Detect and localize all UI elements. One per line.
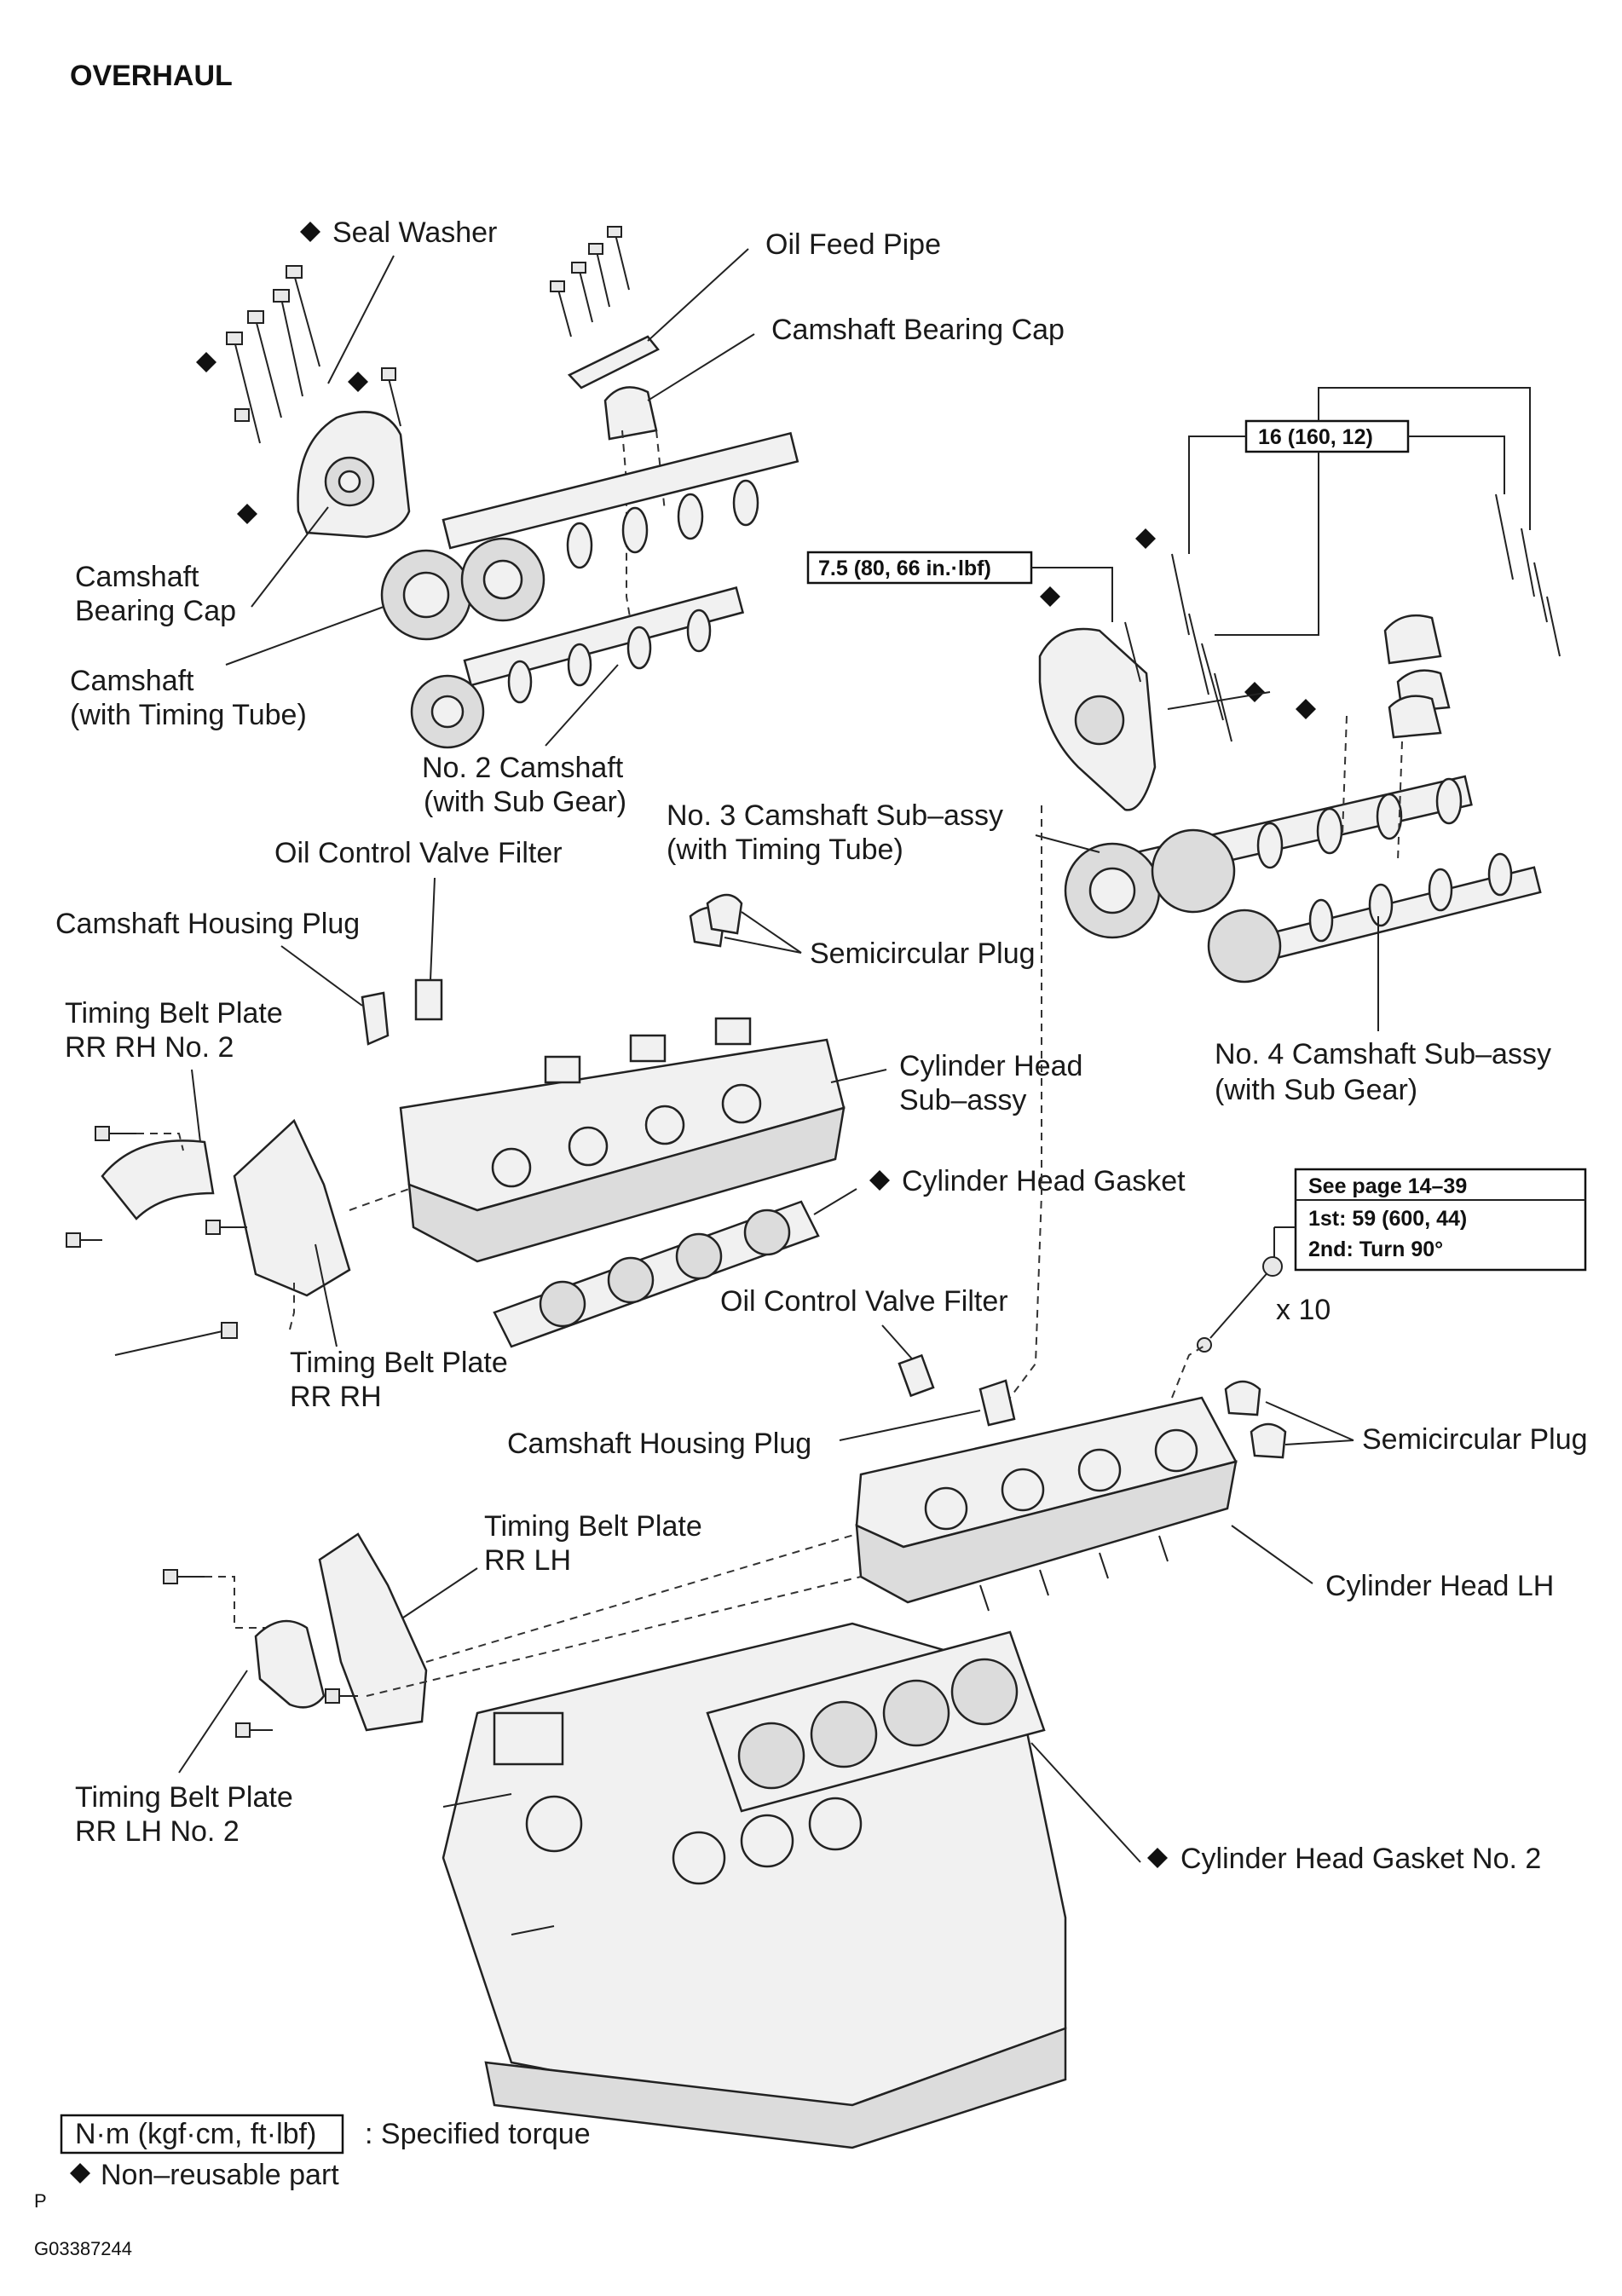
- label-bolt-count: x 10: [1276, 1294, 1331, 1326]
- label-semicircular-plug-mid: Semicircular Plug: [1362, 1423, 1588, 1456]
- page-title: OVERHAUL: [70, 60, 233, 92]
- label-no4-camshaft: No. 4 Camshaft Sub–assy: [1215, 1038, 1551, 1070]
- timing-belt-plate-rr-rh-no2: [66, 1126, 215, 1248]
- svg-text:See page 14–39: See page 14–39: [1308, 1174, 1467, 1198]
- label-timing-belt-rr-rh-no2-2: RR RH No. 2: [65, 1031, 234, 1064]
- label-camshaft-housing-plug-mid: Camshaft Housing Plug: [507, 1428, 811, 1460]
- label-no3-camshaft: No. 3 Camshaft Sub–assy: [667, 799, 1003, 832]
- no3-camshaft: [1064, 775, 1473, 939]
- cylinder-head-rh: [399, 1017, 846, 1263]
- non-reusable-diamond-icon: [237, 504, 257, 524]
- svg-text:1st: 59 (600, 44): 1st: 59 (600, 44): [1308, 1207, 1467, 1231]
- label-cylinder-head-gasket: Cylinder Head Gasket: [902, 1165, 1186, 1197]
- label-camshaft-2: (with Timing Tube): [70, 699, 307, 731]
- non-reusable-diamond-icon: [348, 372, 368, 392]
- non-reusable-diamond-icon: [1040, 586, 1060, 607]
- label-timing-belt-rr-rh-no2: Timing Belt Plate: [65, 997, 283, 1030]
- label-camshaft: Camshaft: [70, 665, 194, 697]
- ocv-filter-mid: [898, 1353, 935, 1398]
- legend-torque-unit: N·m (kgf·cm, ft·lbf): [75, 2118, 316, 2150]
- non-reusable-diamond-icon: [1135, 528, 1156, 549]
- camshaft-housing-plug-mid: [978, 1379, 1016, 1427]
- label-camshaft-bearing-cap-left-2: Bearing Cap: [75, 595, 236, 627]
- label-camshaft-bearing-cap-top: Camshaft Bearing Cap: [771, 314, 1065, 346]
- label-timing-belt-rr-lh-2: RR LH: [484, 1544, 571, 1577]
- semicircular-plug-mid: [1224, 1380, 1261, 1416]
- label-timing-belt-rr-lh-no2: Timing Belt Plate: [75, 1781, 293, 1814]
- label-camshaft-bearing-cap-left: Camshaft: [75, 561, 199, 593]
- non-reusable-diamond-icon: [1244, 682, 1265, 702]
- rh-bearing-cap-assembly: [196, 265, 411, 539]
- label-timing-belt-rr-rh-2: RR RH: [290, 1381, 382, 1413]
- non-reusable-diamond-icon: [300, 222, 320, 242]
- label-oil-feed-pipe: Oil Feed Pipe: [765, 228, 941, 261]
- svg-text:16 (160, 12): 16 (160, 12): [1258, 425, 1373, 449]
- timing-belt-plate-rr-lh: [163, 1532, 428, 1732]
- timing-belt-plate-rr-lh-no2: [235, 1619, 326, 1738]
- non-reusable-diamond-icon: [196, 352, 216, 372]
- svg-text:7.5 (80, 66 in.·lbf): 7.5 (80, 66 in.·lbf): [818, 557, 991, 580]
- label-cylinder-head-subassy: Cylinder Head: [899, 1050, 1082, 1082]
- non-reusable-diamond-icon: [70, 2163, 90, 2184]
- cylinder-head-lh: [855, 1396, 1238, 1612]
- label-no2-camshaft-2: (with Sub Gear): [424, 786, 626, 818]
- torque-box-head-bolt: See page 14–39 1st: 59 (600, 44) 2nd: Tu…: [1294, 1168, 1587, 1272]
- label-timing-belt-rr-rh: Timing Belt Plate: [290, 1347, 508, 1379]
- page-letter: P: [34, 2190, 47, 2212]
- oil-feed-pipe-assembly: [550, 226, 660, 441]
- label-no4-camshaft-2: (with Sub Gear): [1215, 1074, 1417, 1106]
- no2-camshaft: [410, 586, 745, 749]
- label-timing-belt-rr-lh-no2-2: RR LH No. 2: [75, 1815, 240, 1848]
- cover-bolts: [226, 265, 401, 444]
- label-no3-camshaft-2: (with Timing Tube): [667, 834, 903, 866]
- cylinder-head-gasket-rh: [493, 1200, 820, 1348]
- label-cylinder-head-lh: Cylinder Head LH: [1325, 1570, 1554, 1602]
- torque-box-16: 16 (160, 12): [1244, 419, 1410, 453]
- legend-torque-desc: : Specified torque: [365, 2118, 591, 2150]
- label-no2-camshaft: No. 2 Camshaft: [422, 752, 624, 784]
- non-reusable-diamond-icon: [1296, 699, 1316, 719]
- label-camshaft-housing-plug-top: Camshaft Housing Plug: [55, 908, 360, 940]
- label-timing-belt-rr-lh: Timing Belt Plate: [484, 1510, 702, 1543]
- camshaft-housing-plug-top: [361, 991, 390, 1046]
- non-reusable-diamond-icon: [1147, 1848, 1168, 1868]
- cylinder-head-gasket-no2: [706, 1630, 1046, 1813]
- ocv-filter-top: [414, 978, 443, 1021]
- timing-belt-plate-rr-rh: [114, 1118, 351, 1356]
- label-ocv-filter-top: Oil Control Valve Filter: [274, 837, 563, 869]
- non-reusable-diamond-icon: [869, 1170, 890, 1191]
- lh-bearing-cap-assembly: [1038, 493, 1561, 811]
- camshaft-upper: [380, 431, 799, 641]
- torque-box-7-5: 7.5 (80, 66 in.·lbf): [806, 551, 1033, 585]
- svg-text:2nd: Turn 90°: 2nd: Turn 90°: [1308, 1237, 1443, 1261]
- label-cylinder-head-gasket-no2: Cylinder Head Gasket No. 2: [1180, 1843, 1541, 1875]
- label-seal-washer: Seal Washer: [332, 216, 497, 249]
- no4-camshaft: [1207, 852, 1542, 984]
- legend-non-reusable: Non–reusable part: [101, 2159, 339, 2191]
- label-ocv-filter-mid: Oil Control Valve Filter: [720, 1285, 1008, 1318]
- label-semicircular-plug-top: Semicircular Plug: [810, 937, 1036, 970]
- label-cylinder-head-subassy-2: Sub–assy: [899, 1084, 1026, 1116]
- legend: N·m (kgf·cm, ft·lbf) : Specified torque …: [60, 2114, 591, 2191]
- head-bolt: [1197, 1256, 1283, 1353]
- figure-id: G03387244: [34, 2238, 132, 2259]
- legend-torque-box: [60, 2114, 344, 2155]
